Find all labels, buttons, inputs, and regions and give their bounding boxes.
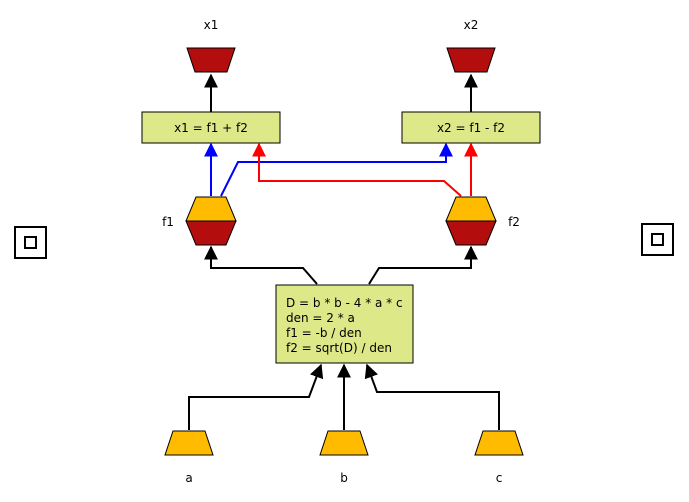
input-label-b: b xyxy=(340,471,348,485)
wire-c-to-main xyxy=(364,363,500,430)
input-node-a[interactable] xyxy=(164,430,214,456)
right-port-icon[interactable] xyxy=(641,223,674,256)
x2-calc-text: x2 = f1 - f2 xyxy=(437,121,505,135)
node-label-f2: f2 xyxy=(508,215,520,229)
main-calc-box[interactable]: D = b * b - 4 * a * c den = 2 * a f1 = -… xyxy=(275,284,414,364)
wire-main-to-f2 xyxy=(368,245,478,285)
main-calc-line-4: f2 = sqrt(D) / den xyxy=(286,341,392,355)
main-calc-line-3: f1 = -b / den xyxy=(286,326,362,340)
wire-a-to-main xyxy=(188,363,324,430)
wire-f2-to-x1 xyxy=(252,142,462,197)
wire-f1-to-x2 xyxy=(220,142,453,197)
input-label-a: a xyxy=(185,471,192,485)
node-label-f1: f1 xyxy=(162,215,174,229)
input-node-c[interactable] xyxy=(474,430,524,456)
output-node-x2[interactable] xyxy=(446,47,496,73)
intermediate-node-f1[interactable] xyxy=(185,196,237,246)
intermediate-node-f2[interactable] xyxy=(445,196,497,246)
x1-calc-text: x1 = f1 + f2 xyxy=(174,121,248,135)
input-label-c: c xyxy=(496,471,503,485)
x1-calc-box[interactable]: x1 = f1 + f2 xyxy=(141,111,281,144)
left-port-icon[interactable] xyxy=(14,226,47,259)
input-node-b[interactable] xyxy=(319,430,369,456)
output-label-x2: x2 xyxy=(464,18,479,32)
output-node-x1[interactable] xyxy=(186,47,236,73)
main-calc-line-1: D = b * b - 4 * a * c xyxy=(286,296,403,310)
main-calc-line-2: den = 2 * a xyxy=(286,311,355,325)
x2-calc-box[interactable]: x2 = f1 - f2 xyxy=(401,111,541,144)
wire-main-to-f1 xyxy=(204,245,318,285)
output-label-x1: x1 xyxy=(204,18,219,32)
